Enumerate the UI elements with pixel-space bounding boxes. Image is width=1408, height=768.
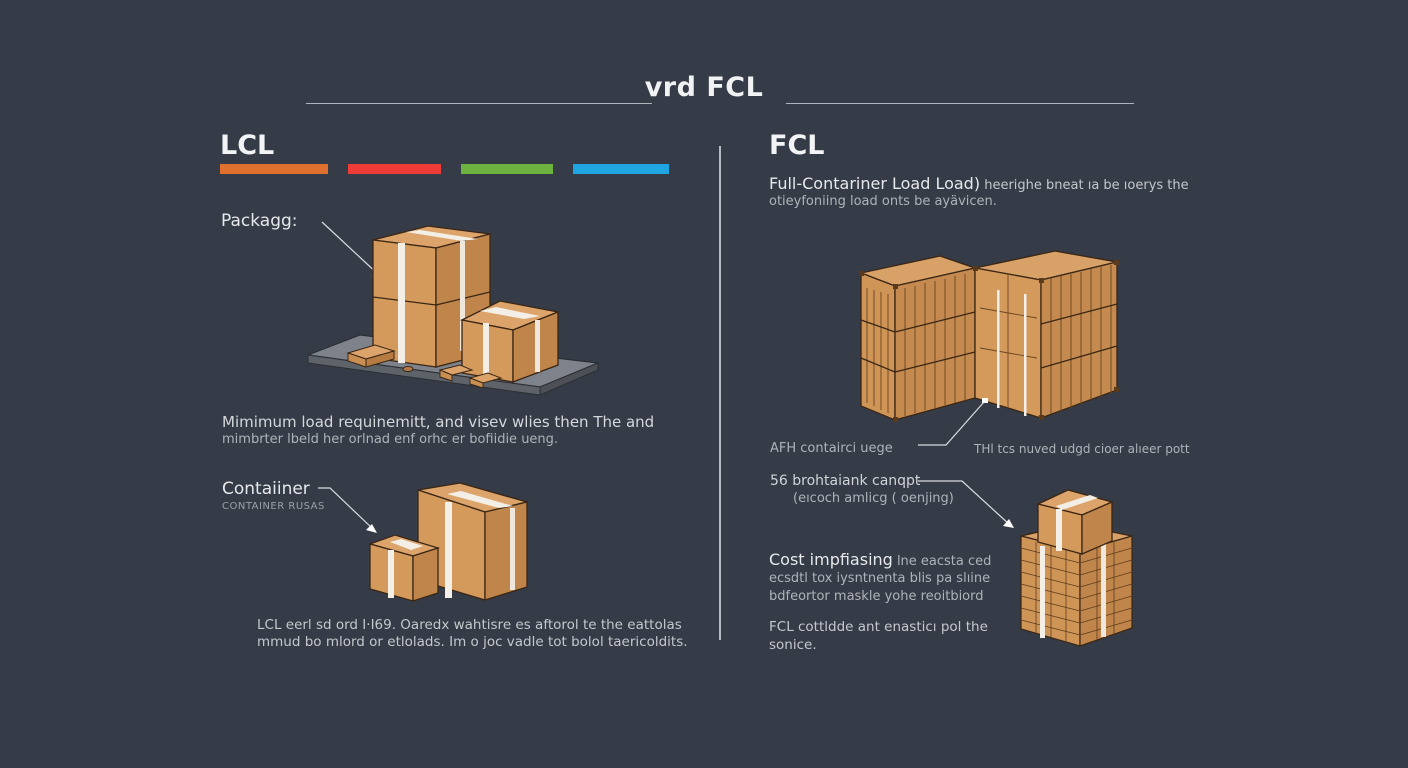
color-bar-blue xyxy=(573,164,669,174)
container-label: Contaiiner xyxy=(222,479,310,499)
loose-parcels-icon xyxy=(346,344,503,389)
color-bar-green xyxy=(461,164,553,174)
small-box-icon xyxy=(460,300,561,383)
fcl-intro-line-1: Full-Contariner Load Load) heerighe bnea… xyxy=(769,174,1189,195)
lcl-pallet-illustration xyxy=(307,225,601,396)
large-box-icon xyxy=(417,482,530,601)
lcl-footer-line-2: mmud bo mlord or etlolads. Im o joc vadl… xyxy=(257,634,688,650)
fcl-containers-illustration xyxy=(858,250,1119,422)
fcl-cost-line-2: ecsdtl tox iysntnenta blis pa slıine xyxy=(769,571,991,586)
title-rule-right xyxy=(786,103,1134,104)
fcl-stack-illustration xyxy=(1020,489,1133,647)
shipping-container-left-icon xyxy=(858,255,978,421)
fcl-intro-bold: Full-Contariner Load Load) xyxy=(769,174,981,193)
fcl-heading: FCL xyxy=(769,130,825,161)
fcl-footer-line-2: sonice. xyxy=(769,637,817,653)
fcl-cost-bold: Cost impfiasing xyxy=(769,550,893,569)
fcl-intro-line-2: otieyfoniing load onts be ayävicen. xyxy=(769,194,997,209)
fcl-cost-line-3: bdfeortor maskle yohe reoitbiord xyxy=(769,589,984,604)
color-bar-red xyxy=(348,164,441,174)
package-label: Packagg: xyxy=(221,211,298,231)
fcl-cost-line-1: Cost impfiasing lne eacsta ced xyxy=(769,550,991,571)
top-box-icon xyxy=(1036,489,1114,555)
shipping-container-right-icon xyxy=(974,250,1118,419)
fcl-annotation-1: AFH contairci uege xyxy=(770,441,893,456)
page-title: vrd FCL xyxy=(644,72,764,103)
fcl-annotation-2: THl tcs nuved udgd cioer alıeer pott xyxy=(974,442,1190,456)
container-sublabel: CONTAINER RUSAS xyxy=(222,501,325,512)
lcl-footer-line-1: LCL eerl sd ord I·I69. Oaredx wahtisre e… xyxy=(257,617,682,633)
lcl-heading: LCL xyxy=(220,130,275,161)
column-divider xyxy=(719,146,721,640)
fcl-footer-line-1: FCL cottldde ant enasticı pol the xyxy=(769,619,988,635)
lcl-description-line-1: Mimimum load requinemitt, and visev wlie… xyxy=(222,413,655,431)
title-rule-left xyxy=(306,103,652,104)
color-bar-orange xyxy=(220,164,328,174)
small-box-icon xyxy=(367,534,441,602)
lcl-boxes-illustration xyxy=(367,482,530,602)
fcl-annotation-3: 56 brohtaiank canqpt xyxy=(770,473,921,489)
fcl-cost-rest: lne eacsta ced xyxy=(892,554,992,569)
fcl-annotation-3-sub: (eıcoch amlicg ( oenjing) xyxy=(793,491,954,506)
corner-castings xyxy=(859,260,1119,422)
fcl-intro-rest: heerighe bneat ıa be ıoerys the xyxy=(980,178,1189,193)
lcl-description-line-2: mimbrter lbeld her orlnad enf orhc er bo… xyxy=(222,432,559,447)
